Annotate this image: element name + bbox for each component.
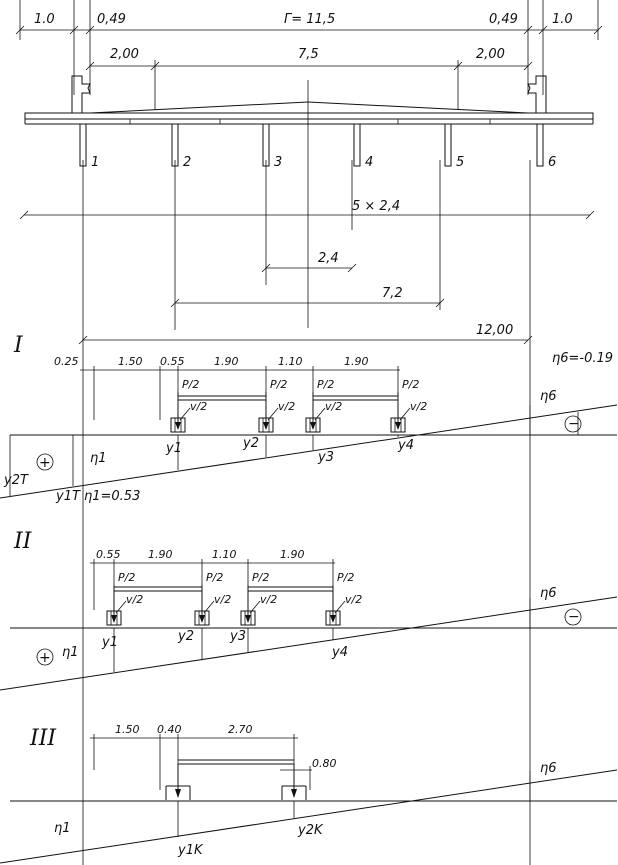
dim-2-4: 2,4 <box>318 251 339 266</box>
axle-p-label: P/2 <box>337 571 354 584</box>
c2-y4: y4 <box>331 645 348 660</box>
wheel-load: P/2 v/2 <box>106 571 143 626</box>
dim-right-1-0: 1.0 <box>552 12 573 27</box>
axle-p-label: P/2 <box>252 571 269 584</box>
c2-eta1: η1 <box>62 645 79 660</box>
axle-v-label: v/2 <box>260 593 277 606</box>
c2-minus: − <box>568 609 580 625</box>
span-dimensions: 5 × 2,4 2,4 7,2 12,00 <box>19 199 595 345</box>
axle-v-label: v/2 <box>190 400 207 413</box>
c1-eta6: η6 <box>540 389 557 404</box>
axle-p-label: P/2 <box>402 378 419 391</box>
girder-5: 5 <box>444 123 464 170</box>
c1-y1t: y1T <box>55 489 81 504</box>
dim-row2-mid: 7,5 <box>298 47 319 62</box>
girder-4: 4 <box>353 123 373 170</box>
c1-eta6-value: η6=-0.19 <box>552 351 613 366</box>
c3-d270: 2.70 <box>228 723 253 736</box>
dim-left-0-49: 0,49 <box>97 12 126 27</box>
c2-y2: y2 <box>177 629 194 644</box>
c3-influence-line <box>0 769 618 864</box>
c2-d110: 1.10 <box>212 548 237 561</box>
wheel-load: P/2 v/2 <box>240 571 277 626</box>
c3-d040: 0.40 <box>157 723 182 736</box>
c1-d150: 1.50 <box>118 355 143 368</box>
top-dimension-chain: 1.0 0,49 Г= 11,5 0,49 1.0 2,00 7,5 2,00 <box>15 0 603 110</box>
axle-v-label: v/2 <box>278 400 295 413</box>
axle-p-label: P/2 <box>270 378 287 391</box>
c2-influence-line <box>0 596 618 691</box>
axle-v-label: v/2 <box>214 593 231 606</box>
c1-d055: 0.55 <box>160 355 185 368</box>
c2-eta6: η6 <box>540 586 557 601</box>
dim-gamma: Г= 11,5 <box>284 12 335 27</box>
c1-influence-line <box>0 404 618 499</box>
c2-y1: y1 <box>101 635 118 650</box>
c1-d025: 0.25 <box>54 355 79 368</box>
c3-eta6: η6 <box>540 761 557 776</box>
c2-d190a: 1.90 <box>148 548 173 561</box>
axle-v-label: v/2 <box>325 400 342 413</box>
c3-d150: 1.50 <box>115 723 140 736</box>
girder-label: 2 <box>183 155 191 170</box>
c1-y2: y2 <box>242 436 259 451</box>
dim-row2-left: 2,00 <box>110 47 139 62</box>
c2-plus: + <box>39 650 51 666</box>
c1-y3: y3 <box>317 450 334 465</box>
case-1: I 0.25 1.50 0.55 1.90 1.10 1.90 η6=-0.19… <box>0 333 618 504</box>
axle-v-label: v/2 <box>410 400 427 413</box>
c3-d080: 0.80 <box>312 757 337 770</box>
wheel-load: P/2 v/2 <box>170 378 207 433</box>
axle-p-label: P/2 <box>118 571 135 584</box>
dim-five-by: 5 × 2,4 <box>352 199 400 214</box>
girder-label: 5 <box>456 155 464 170</box>
c3-y2k: y2K <box>297 823 324 838</box>
c1-y1: y1 <box>165 441 182 456</box>
c2-y3: y3 <box>229 629 246 644</box>
girder-label: 4 <box>365 155 373 170</box>
wheel-load <box>281 764 307 800</box>
wheel-load: P/2 v/2 <box>325 571 362 626</box>
case-2: II 0.55 1.90 1.10 1.90 P/2 v/2 P/2 v/2 P/2 v/… <box>0 529 618 691</box>
c1-d190a: 1.90 <box>214 355 239 368</box>
axle-v-label: v/2 <box>345 593 362 606</box>
girder-label: 3 <box>274 155 282 170</box>
wheel-load <box>165 764 191 800</box>
axle-v-label: v/2 <box>126 593 143 606</box>
c2-d055: 0.55 <box>96 548 121 561</box>
girder-6: 6 <box>536 123 556 170</box>
wheel-load: P/2 v/2 <box>390 378 427 433</box>
dim-right-0-49: 0,49 <box>489 12 518 27</box>
dim-row2-right: 2,00 <box>476 47 505 62</box>
wheel-load: P/2 v/2 <box>258 378 295 433</box>
axle-p-label: P/2 <box>317 378 334 391</box>
axle-p-label: P/2 <box>182 378 199 391</box>
c2-d190b: 1.90 <box>280 548 305 561</box>
c1-plus: + <box>39 455 51 471</box>
case-3: III 1.50 0.40 2.70 0.80 η1 y1K y2K η6 <box>0 723 618 864</box>
axle-p-label: P/2 <box>206 571 223 584</box>
case-3-title: III <box>29 726 57 751</box>
c1-y4: y4 <box>397 438 414 453</box>
case-1-title: I <box>13 333 24 358</box>
c3-eta1: η1 <box>54 821 71 836</box>
case-2-title: II <box>13 529 33 554</box>
c3-y1k: y1K <box>177 843 204 858</box>
dim-left-1-0: 1.0 <box>34 12 55 27</box>
dim-7-2: 7,2 <box>382 286 403 301</box>
dim-12-00: 12,00 <box>476 323 513 338</box>
c1-eta1-value: η1=0.53 <box>84 489 140 504</box>
wheel-load: P/2 v/2 <box>194 571 231 626</box>
girder-label: 1 <box>91 155 99 170</box>
girder-label: 6 <box>548 155 556 170</box>
c1-d110: 1.10 <box>278 355 303 368</box>
c1-minus: − <box>568 416 580 432</box>
c1-eta1: η1 <box>90 451 107 466</box>
deck-cross-section: 1 2 3 4 5 6 <box>24 75 594 328</box>
c1-y2t: y2T <box>3 473 29 488</box>
c1-d190b: 1.90 <box>344 355 369 368</box>
wheel-load: P/2 v/2 <box>305 378 342 433</box>
